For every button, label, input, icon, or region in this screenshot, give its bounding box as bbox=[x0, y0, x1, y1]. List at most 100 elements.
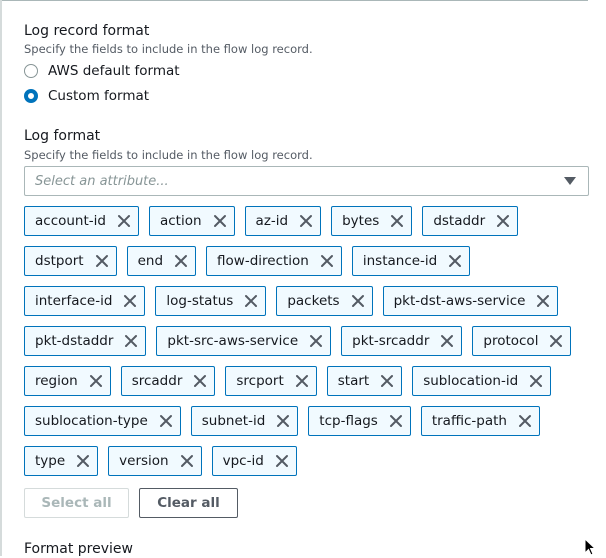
attribute-tag-label: dstaddr bbox=[433, 213, 486, 229]
attribute-tag-label: pkt-dstaddr bbox=[35, 333, 114, 349]
attribute-tag-label: dstport bbox=[35, 253, 84, 269]
attribute-tag: instance-id bbox=[351, 246, 471, 276]
attribute-tag-label: log-status bbox=[166, 293, 234, 309]
close-icon[interactable] bbox=[243, 293, 259, 309]
close-icon[interactable] bbox=[308, 333, 324, 349]
close-icon[interactable] bbox=[192, 373, 208, 389]
close-icon[interactable] bbox=[88, 373, 104, 389]
attribute-tag-label: end bbox=[137, 253, 164, 269]
log-format-description: Specify the fields to include in the flo… bbox=[24, 148, 313, 162]
close-icon[interactable] bbox=[548, 333, 564, 349]
close-icon[interactable] bbox=[212, 213, 228, 229]
attribute-tag-label: srcaddr bbox=[131, 373, 183, 389]
attribute-tag-label: pkt-srcaddr bbox=[352, 333, 430, 349]
close-icon[interactable] bbox=[319, 253, 335, 269]
attribute-tag: dstaddr bbox=[422, 206, 519, 236]
attribute-tag-label: type bbox=[35, 453, 66, 469]
attribute-tag-label: sublocation-id bbox=[423, 373, 519, 389]
close-icon[interactable] bbox=[389, 213, 405, 229]
attribute-tag: dstport bbox=[24, 246, 117, 276]
radio-label: AWS default format bbox=[48, 63, 180, 79]
attribute-tag-label: sublocation-type bbox=[35, 413, 148, 429]
close-icon[interactable] bbox=[388, 413, 404, 429]
clear-all-button[interactable]: Clear all bbox=[139, 488, 238, 518]
attribute-tag-label: action bbox=[159, 213, 202, 229]
attribute-tag-label: instance-id bbox=[362, 253, 438, 269]
attribute-tag: vpc-id bbox=[211, 446, 297, 476]
tag-row: account-id action az-id bytes dstaddr bbox=[24, 206, 594, 236]
radio-aws-default-format[interactable]: AWS default format bbox=[24, 61, 180, 81]
close-icon[interactable] bbox=[447, 253, 463, 269]
close-icon[interactable] bbox=[123, 333, 139, 349]
close-icon[interactable] bbox=[116, 213, 132, 229]
attribute-tag: sublocation-type bbox=[24, 406, 181, 436]
attribute-tag-label: version bbox=[119, 453, 169, 469]
radio-button-checked-icon[interactable] bbox=[24, 89, 38, 103]
attribute-tag: pkt-srcaddr bbox=[341, 326, 463, 356]
selected-attributes-list: account-id action az-id bytes dstaddr dstport… bbox=[24, 206, 594, 486]
attribute-tag-label: az-id bbox=[255, 213, 289, 229]
log-format-label: Log format bbox=[24, 128, 101, 144]
attribute-tag-label: packets bbox=[287, 293, 340, 309]
close-icon[interactable] bbox=[517, 413, 533, 429]
attribute-tag: az-id bbox=[244, 206, 322, 236]
attribute-tag: traffic-path bbox=[420, 406, 540, 436]
attribute-tag: pkt-dst-aws-service bbox=[382, 286, 559, 316]
attribute-tag: tcp-flags bbox=[308, 406, 411, 436]
tag-row: dstport end flow-direction instance-id bbox=[24, 246, 594, 276]
tag-row: region srcaddr srcport start sublocation-id bbox=[24, 366, 594, 396]
log-record-format-label: Log record format bbox=[24, 23, 150, 39]
attribute-tag-label: region bbox=[35, 373, 78, 389]
radio-custom-format[interactable]: Custom format bbox=[24, 86, 149, 106]
attribute-tag: end bbox=[126, 246, 197, 276]
attribute-tag: version bbox=[108, 446, 202, 476]
attribute-tag: srcport bbox=[225, 366, 317, 396]
attribute-tag-label: pkt-src-aws-service bbox=[167, 333, 299, 349]
close-icon[interactable] bbox=[528, 373, 544, 389]
attribute-tag: region bbox=[24, 366, 111, 396]
attribute-select-placeholder: Select an attribute... bbox=[35, 173, 169, 189]
attribute-tag-label: flow-direction bbox=[217, 253, 309, 269]
radio-button-icon[interactable] bbox=[24, 64, 38, 78]
close-icon[interactable] bbox=[274, 453, 290, 469]
close-icon[interactable] bbox=[379, 373, 395, 389]
close-icon[interactable] bbox=[94, 253, 110, 269]
close-icon[interactable] bbox=[495, 213, 511, 229]
close-icon[interactable] bbox=[173, 253, 189, 269]
attribute-tag-label: start bbox=[337, 373, 370, 389]
close-icon[interactable] bbox=[179, 453, 195, 469]
close-icon[interactable] bbox=[158, 413, 174, 429]
panel-left-border bbox=[0, 0, 2, 556]
close-icon[interactable] bbox=[535, 293, 551, 309]
attribute-tag-label: account-id bbox=[35, 213, 106, 229]
attribute-tag-label: srcport bbox=[236, 373, 284, 389]
attribute-tag: action bbox=[148, 206, 235, 236]
close-icon[interactable] bbox=[75, 453, 91, 469]
log-record-format-description: Specify the fields to include in the flo… bbox=[24, 42, 313, 56]
attribute-tag-label: bytes bbox=[342, 213, 380, 229]
mouse-pointer-icon bbox=[584, 538, 596, 556]
close-icon[interactable] bbox=[439, 333, 455, 349]
format-preview-label: Format preview bbox=[24, 541, 133, 557]
attribute-tag: pkt-src-aws-service bbox=[156, 326, 332, 356]
select-all-button[interactable]: Select all bbox=[24, 488, 129, 518]
attribute-tag: bytes bbox=[331, 206, 413, 236]
attribute-tag: sublocation-id bbox=[412, 366, 552, 396]
attribute-tag: pkt-dstaddr bbox=[24, 326, 147, 356]
attribute-tag-label: tcp-flags bbox=[319, 413, 378, 429]
attribute-tag-label: pkt-dst-aws-service bbox=[393, 293, 526, 309]
attribute-tag: type bbox=[24, 446, 99, 476]
caret-down-icon bbox=[564, 177, 576, 185]
close-icon[interactable] bbox=[298, 213, 314, 229]
attribute-select[interactable]: Select an attribute... bbox=[24, 166, 589, 196]
tag-row: pkt-dstaddr pkt-src-aws-service pkt-srcadd… bbox=[24, 326, 594, 356]
close-icon[interactable] bbox=[122, 293, 138, 309]
radio-label: Custom format bbox=[48, 88, 150, 104]
attribute-tag: account-id bbox=[24, 206, 139, 236]
close-icon[interactable] bbox=[275, 413, 291, 429]
close-icon[interactable] bbox=[350, 293, 366, 309]
close-icon[interactable] bbox=[294, 373, 310, 389]
attribute-tag: srcaddr bbox=[120, 366, 216, 396]
